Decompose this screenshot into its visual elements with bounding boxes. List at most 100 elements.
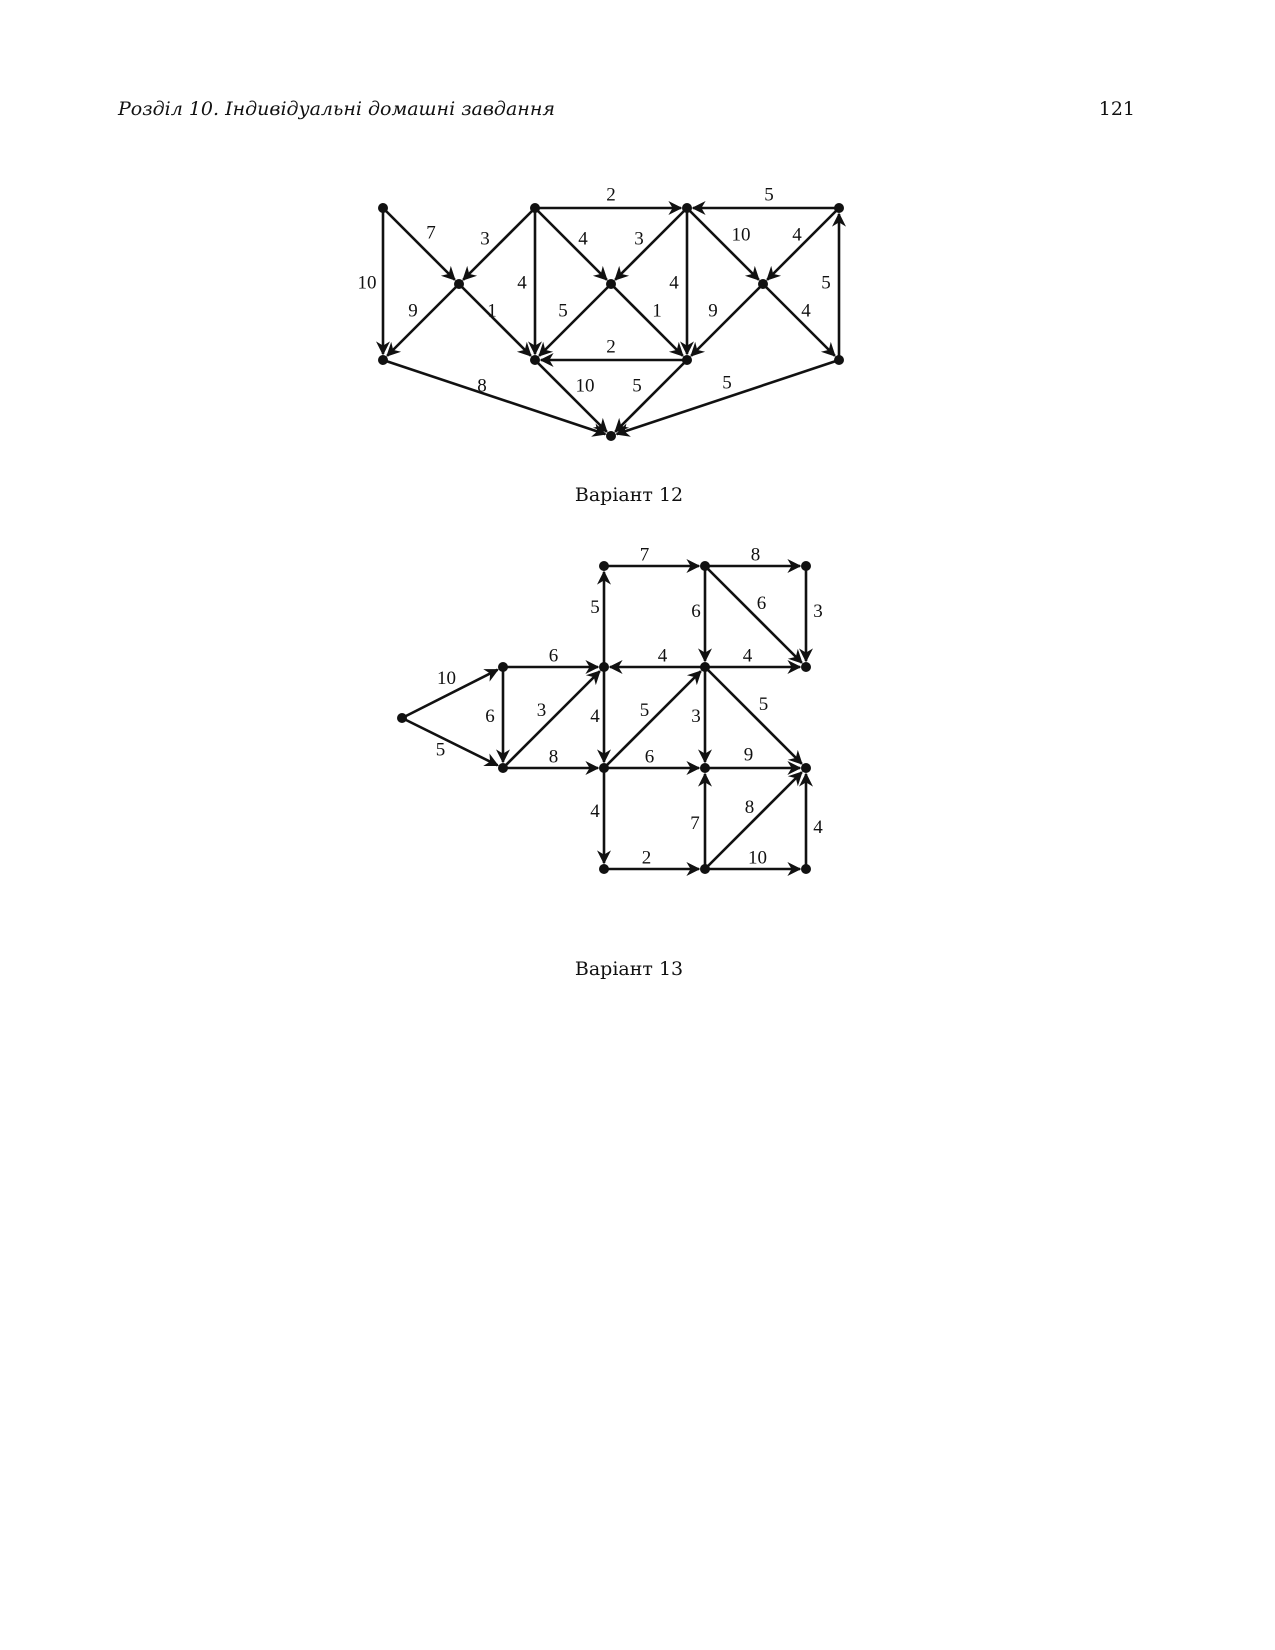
graph-node <box>682 203 692 213</box>
edge-S-Q <box>401 716 499 767</box>
graph-node <box>599 561 609 571</box>
edge-weight-label: 3 <box>537 700 547 721</box>
edge-weight-label: 8 <box>549 746 559 767</box>
edge-weight-label: 7 <box>640 544 650 565</box>
edge-S-P <box>401 668 499 720</box>
graph-node <box>606 279 616 289</box>
edge-weight-label: 3 <box>691 706 701 727</box>
edge-weight-label: 10 <box>576 375 595 396</box>
graph-node <box>801 561 811 571</box>
edge-weight-label: 10 <box>437 668 456 689</box>
graph-node <box>606 431 616 441</box>
edge-weight-label: 5 <box>722 372 732 393</box>
edge-weight-label: 3 <box>813 601 823 622</box>
edge-M2-U2 <box>603 670 702 769</box>
graph-node <box>834 203 844 213</box>
edge-weight-label: 7 <box>690 813 700 834</box>
edge-X2-B3 <box>610 283 684 357</box>
graph-node <box>801 662 811 672</box>
edge-weight-label: 4 <box>517 272 527 293</box>
edge-weight-label: 8 <box>477 375 487 396</box>
page-number: 121 <box>1098 98 1135 120</box>
graph-node <box>599 763 609 773</box>
graph-node <box>700 864 710 874</box>
edge-weight-label: 5 <box>436 739 446 760</box>
edge-weight-label: 4 <box>669 272 679 293</box>
edge-weight-label: 4 <box>658 645 668 666</box>
graph-node <box>397 713 407 723</box>
graph-node <box>758 279 768 289</box>
edge-A2-X1 <box>462 207 536 281</box>
edge-X1-B1 <box>386 283 460 357</box>
graph-node <box>498 662 508 672</box>
graph-node <box>682 355 692 365</box>
graph-node <box>378 203 388 213</box>
edge-weight-label: 8 <box>751 544 761 565</box>
edge-weight-label: 6 <box>691 601 701 622</box>
graph-node <box>700 662 710 672</box>
figure-caption-variant-13: Варіант 13 <box>574 958 684 980</box>
edge-weight-label: 10 <box>358 272 377 293</box>
graph-node <box>599 864 609 874</box>
edge-weight-label: 9 <box>708 300 718 321</box>
edge-weight-label: 4 <box>590 801 600 822</box>
graph-node <box>700 763 710 773</box>
edge-weight-label: 1 <box>487 300 497 321</box>
edge-weight-label: 5 <box>640 700 650 721</box>
graph-node <box>700 561 710 571</box>
edge-B3-C <box>614 359 688 433</box>
edge-weight-label: 6 <box>549 645 559 666</box>
section-title: Розділ 10. Індивідуальні домашні завданн… <box>118 98 555 120</box>
edge-weight-label: 9 <box>408 300 418 321</box>
edge-weight-label: 5 <box>590 597 600 618</box>
edge-X3-B4 <box>762 283 836 357</box>
edge-weight-label: 4 <box>590 706 600 727</box>
edge-weight-label: 7 <box>426 222 436 243</box>
edge-weight-label: 8 <box>745 797 755 818</box>
edge-X1-B2 <box>458 283 532 357</box>
edge-weight-label: 1 <box>652 300 662 321</box>
edge-X3-B3 <box>690 283 764 357</box>
edge-weight-label: 6 <box>485 706 495 727</box>
edge-weight-label: 2 <box>606 336 616 357</box>
graph-node <box>454 279 464 289</box>
edge-weight-label: 3 <box>634 228 644 249</box>
edge-A1-X1 <box>382 207 456 281</box>
graph-node <box>834 355 844 365</box>
edge-weight-label: 4 <box>578 228 588 249</box>
figure-caption-variant-12: Варіант 12 <box>574 484 684 506</box>
edge-weight-label: 5 <box>558 300 568 321</box>
graph-node <box>801 763 811 773</box>
edge-A4-X3 <box>766 207 840 281</box>
edge-weight-label: 10 <box>732 224 751 245</box>
edge-weight-label: 5 <box>764 184 774 205</box>
edge-L2-V3 <box>704 771 803 870</box>
edge-weight-label: 3 <box>480 228 490 249</box>
graph-node <box>530 203 540 213</box>
edge-weight-label: 5 <box>821 272 831 293</box>
graph-node <box>498 763 508 773</box>
graph-node <box>599 662 609 672</box>
edge-weight-label: 6 <box>645 746 655 767</box>
edge-A3-X2 <box>614 207 688 281</box>
edge-weight-label: 4 <box>792 224 802 245</box>
graph-node <box>378 355 388 365</box>
edge-B2-C <box>534 359 608 433</box>
graph-node <box>801 864 811 874</box>
edge-weight-label: 4 <box>813 817 823 838</box>
edge-weight-label: 2 <box>606 184 616 205</box>
edge-T2-U3 <box>704 565 803 664</box>
edge-weight-label: 5 <box>632 375 642 396</box>
edge-weight-label: 4 <box>743 645 753 666</box>
edge-weight-label: 4 <box>801 300 811 321</box>
edge-weight-label: 10 <box>748 847 767 868</box>
edge-X2-B2 <box>538 283 612 357</box>
edge-U2-V3 <box>704 666 803 765</box>
edge-weight-label: 5 <box>759 694 769 715</box>
edge-Q-M1 <box>502 670 601 769</box>
edge-weight-label: 2 <box>642 847 652 868</box>
edge-B1-C <box>382 358 607 437</box>
graph-node <box>530 355 540 365</box>
